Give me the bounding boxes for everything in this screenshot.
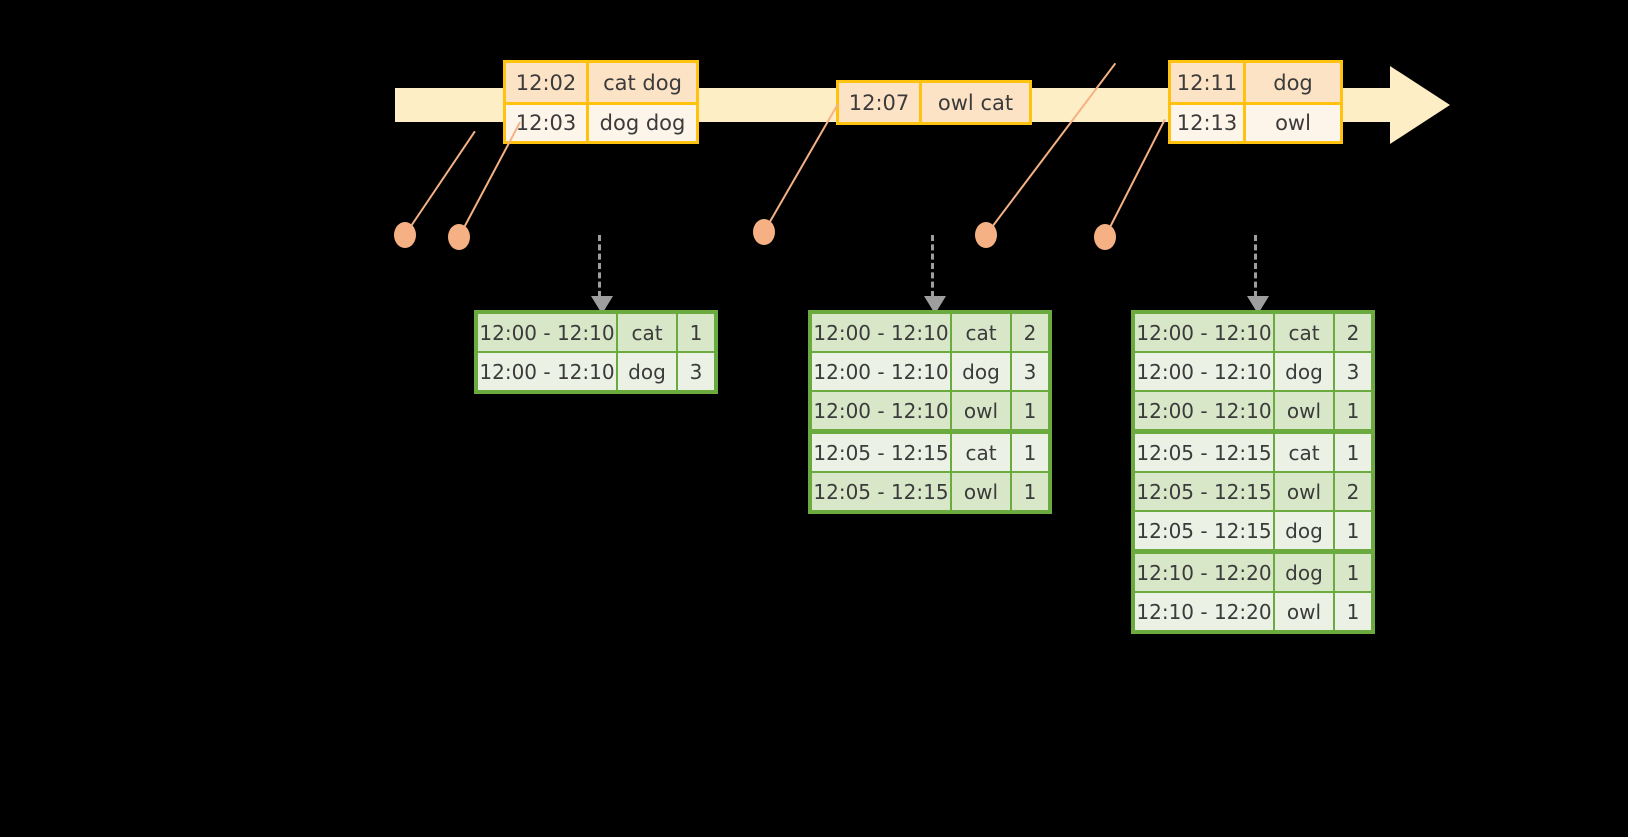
table-row: 12:00 - 12:10 cat 1 [478, 314, 714, 351]
event-time: 12:07 [839, 83, 922, 122]
word-cell: owl [1275, 473, 1333, 510]
result-table-3: 12:00 - 12:10 cat 2 12:00 - 12:10 dog 3 … [1131, 310, 1375, 634]
table-row: 12:10 - 12:20 dog 1 [1135, 554, 1371, 591]
table-row: 12:00 - 12:10 dog 3 [812, 353, 1048, 390]
table-row: 12:05 - 12:15 cat 1 [1135, 434, 1371, 471]
window-cell: 12:00 - 12:10 [812, 314, 950, 351]
word-cell: owl [952, 473, 1010, 510]
count-cell: 1 [1012, 434, 1048, 471]
word-cell: cat [1275, 314, 1333, 351]
table-row: 12:00 - 12:10 cat 2 [1135, 314, 1371, 351]
leader-line-3 [763, 103, 839, 233]
table-row: 12:00 - 12:10 cat 2 [812, 314, 1048, 351]
table-row: 12:05 - 12:15 owl 1 [812, 473, 1048, 510]
window-cell: 12:00 - 12:10 [478, 314, 616, 351]
window-cell: 12:05 - 12:15 [1135, 473, 1273, 510]
count-cell: 1 [1335, 554, 1371, 591]
table-row: 12:00 - 12:10 owl 1 [1135, 392, 1371, 429]
table-row: 12:10 - 12:20 owl 1 [1135, 593, 1371, 630]
word-cell: owl [1275, 392, 1333, 429]
event-box-2: 12:07 owl cat [836, 80, 1032, 125]
event-words: owl [1246, 105, 1340, 141]
connector-dot-4 [975, 222, 997, 248]
word-cell: cat [618, 314, 676, 351]
table-row: 12:05 - 12:15 dog 1 [1135, 512, 1371, 549]
window-cell: 12:05 - 12:15 [812, 434, 950, 471]
window-cell: 12:00 - 12:10 [1135, 314, 1273, 351]
event-time: 12:02 [506, 63, 589, 102]
event-row: 12:07 owl cat [839, 83, 1029, 122]
count-cell: 1 [1335, 392, 1371, 429]
word-cell: cat [1275, 434, 1333, 471]
count-cell: 2 [1335, 473, 1371, 510]
word-cell: cat [952, 434, 1010, 471]
down-arrow-1-icon [591, 235, 613, 314]
connector-dot-1 [394, 222, 416, 248]
word-cell: dog [618, 353, 676, 390]
window-cell: 12:00 - 12:10 [478, 353, 616, 390]
word-cell: dog [1275, 554, 1333, 591]
result-table-2: 12:00 - 12:10 cat 2 12:00 - 12:10 dog 3 … [808, 310, 1052, 514]
leader-line-1 [404, 130, 476, 236]
window-cell: 12:05 - 12:15 [1135, 512, 1273, 549]
count-cell: 3 [1335, 353, 1371, 390]
count-cell: 3 [1012, 353, 1048, 390]
count-cell: 2 [1012, 314, 1048, 351]
connector-dot-3 [753, 219, 775, 245]
word-cell: dog [952, 353, 1010, 390]
event-row: 12:03 dog dog [506, 102, 696, 141]
event-words: dog dog [589, 105, 696, 141]
count-cell: 2 [1335, 314, 1371, 351]
down-arrow-3-icon [1247, 235, 1269, 314]
event-row: 12:02 cat dog [506, 63, 696, 102]
count-cell: 1 [1335, 593, 1371, 630]
window-cell: 12:05 - 12:15 [1135, 434, 1273, 471]
event-row: 12:13 owl [1171, 102, 1340, 141]
word-cell: dog [1275, 512, 1333, 549]
result-table-1: 12:00 - 12:10 cat 1 12:00 - 12:10 dog 3 [474, 310, 718, 394]
count-cell: 1 [1012, 392, 1048, 429]
connector-dot-2 [448, 224, 470, 250]
down-arrow-2-icon [924, 235, 946, 314]
event-box-1: 12:02 cat dog 12:03 dog dog [503, 60, 699, 144]
window-cell: 12:00 - 12:10 [1135, 353, 1273, 390]
word-cell: cat [952, 314, 1010, 351]
word-cell: owl [1275, 593, 1333, 630]
table-row: 12:05 - 12:15 owl 2 [1135, 473, 1371, 510]
window-cell: 12:00 - 12:10 [812, 353, 950, 390]
leader-line-5 [1104, 118, 1166, 238]
connector-dot-5 [1094, 224, 1116, 250]
event-words: owl cat [922, 83, 1029, 122]
event-words: cat dog [589, 63, 696, 102]
event-time: 12:11 [1171, 63, 1246, 102]
table-row: 12:00 - 12:10 dog 3 [478, 353, 714, 390]
count-cell: 3 [678, 353, 714, 390]
count-cell: 1 [1335, 512, 1371, 549]
event-box-3: 12:11 dog 12:13 owl [1168, 60, 1343, 144]
table-row: 12:00 - 12:10 dog 3 [1135, 353, 1371, 390]
event-time: 12:13 [1171, 105, 1246, 141]
window-cell: 12:00 - 12:10 [812, 392, 950, 429]
count-cell: 1 [1012, 473, 1048, 510]
event-words: dog [1246, 63, 1340, 102]
window-cell: 12:05 - 12:15 [812, 473, 950, 510]
count-cell: 1 [678, 314, 714, 351]
count-cell: 1 [1335, 434, 1371, 471]
timeline-arrow-head-icon [1390, 66, 1450, 144]
word-cell: dog [1275, 353, 1333, 390]
window-cell: 12:10 - 12:20 [1135, 554, 1273, 591]
window-cell: 12:00 - 12:10 [1135, 392, 1273, 429]
table-row: 12:05 - 12:15 cat 1 [812, 434, 1048, 471]
event-row: 12:11 dog [1171, 63, 1340, 102]
event-time: 12:03 [506, 105, 589, 141]
table-row: 12:00 - 12:10 owl 1 [812, 392, 1048, 429]
word-cell: owl [952, 392, 1010, 429]
window-cell: 12:10 - 12:20 [1135, 593, 1273, 630]
